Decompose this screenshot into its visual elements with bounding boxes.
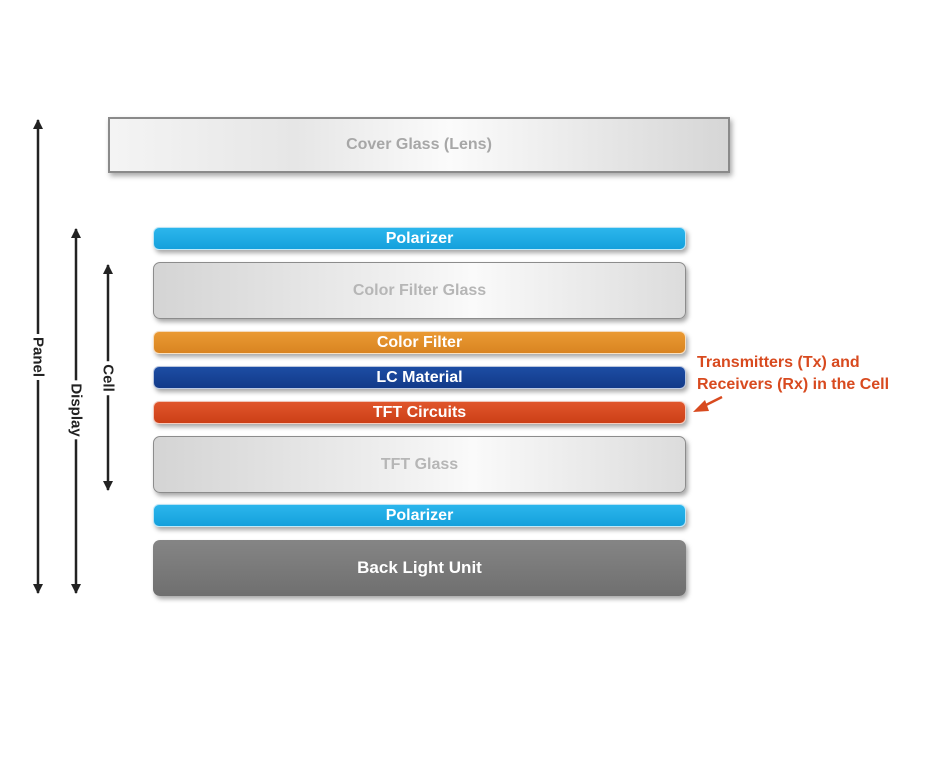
tft-circuits-label: TFT Circuits	[372, 403, 467, 421]
color-filter-glass-layer: Color Filter Glass	[153, 262, 686, 319]
back-light-unit-layer: Back Light Unit	[153, 540, 686, 596]
polarizer-bottom-layer: Polarizer	[153, 504, 686, 527]
annotation-arrow	[693, 395, 723, 412]
color-filter-label: Color Filter	[376, 333, 463, 351]
annotation-line-2: Receivers (Rx) in the Cell	[697, 376, 890, 393]
lc-material-layer: LC Material	[153, 366, 686, 389]
annotation-line-1: Transmitters (Tx) and	[697, 354, 860, 371]
tft-glass-label: TFT Glass	[380, 455, 459, 473]
display-label: Display	[65, 380, 87, 440]
color-filter-layer: Color Filter	[153, 331, 686, 354]
color-filter-glass-label: Color Filter Glass	[352, 281, 487, 299]
back-light-unit-label: Back Light Unit	[357, 558, 482, 577]
polarizer-top-label: Polarizer	[385, 229, 454, 247]
tft-glass-layer: TFT Glass	[153, 436, 686, 493]
tx-rx-annotation: Transmitters (Tx) and Receivers (Rx) in …	[697, 352, 889, 396]
panel-label: Panel	[27, 333, 49, 381]
polarizer-bottom-label: Polarizer	[385, 506, 454, 524]
cover-glass-label: Cover Glass (Lens)	[346, 136, 492, 153]
polarizer-top-layer: Polarizer	[153, 227, 686, 250]
cover-glass-layer: Cover Glass (Lens)	[108, 117, 730, 173]
tft-circuits-layer: TFT Circuits	[153, 401, 686, 424]
cell-label: Cell	[97, 361, 119, 395]
lc-material-label: LC Material	[376, 368, 463, 386]
